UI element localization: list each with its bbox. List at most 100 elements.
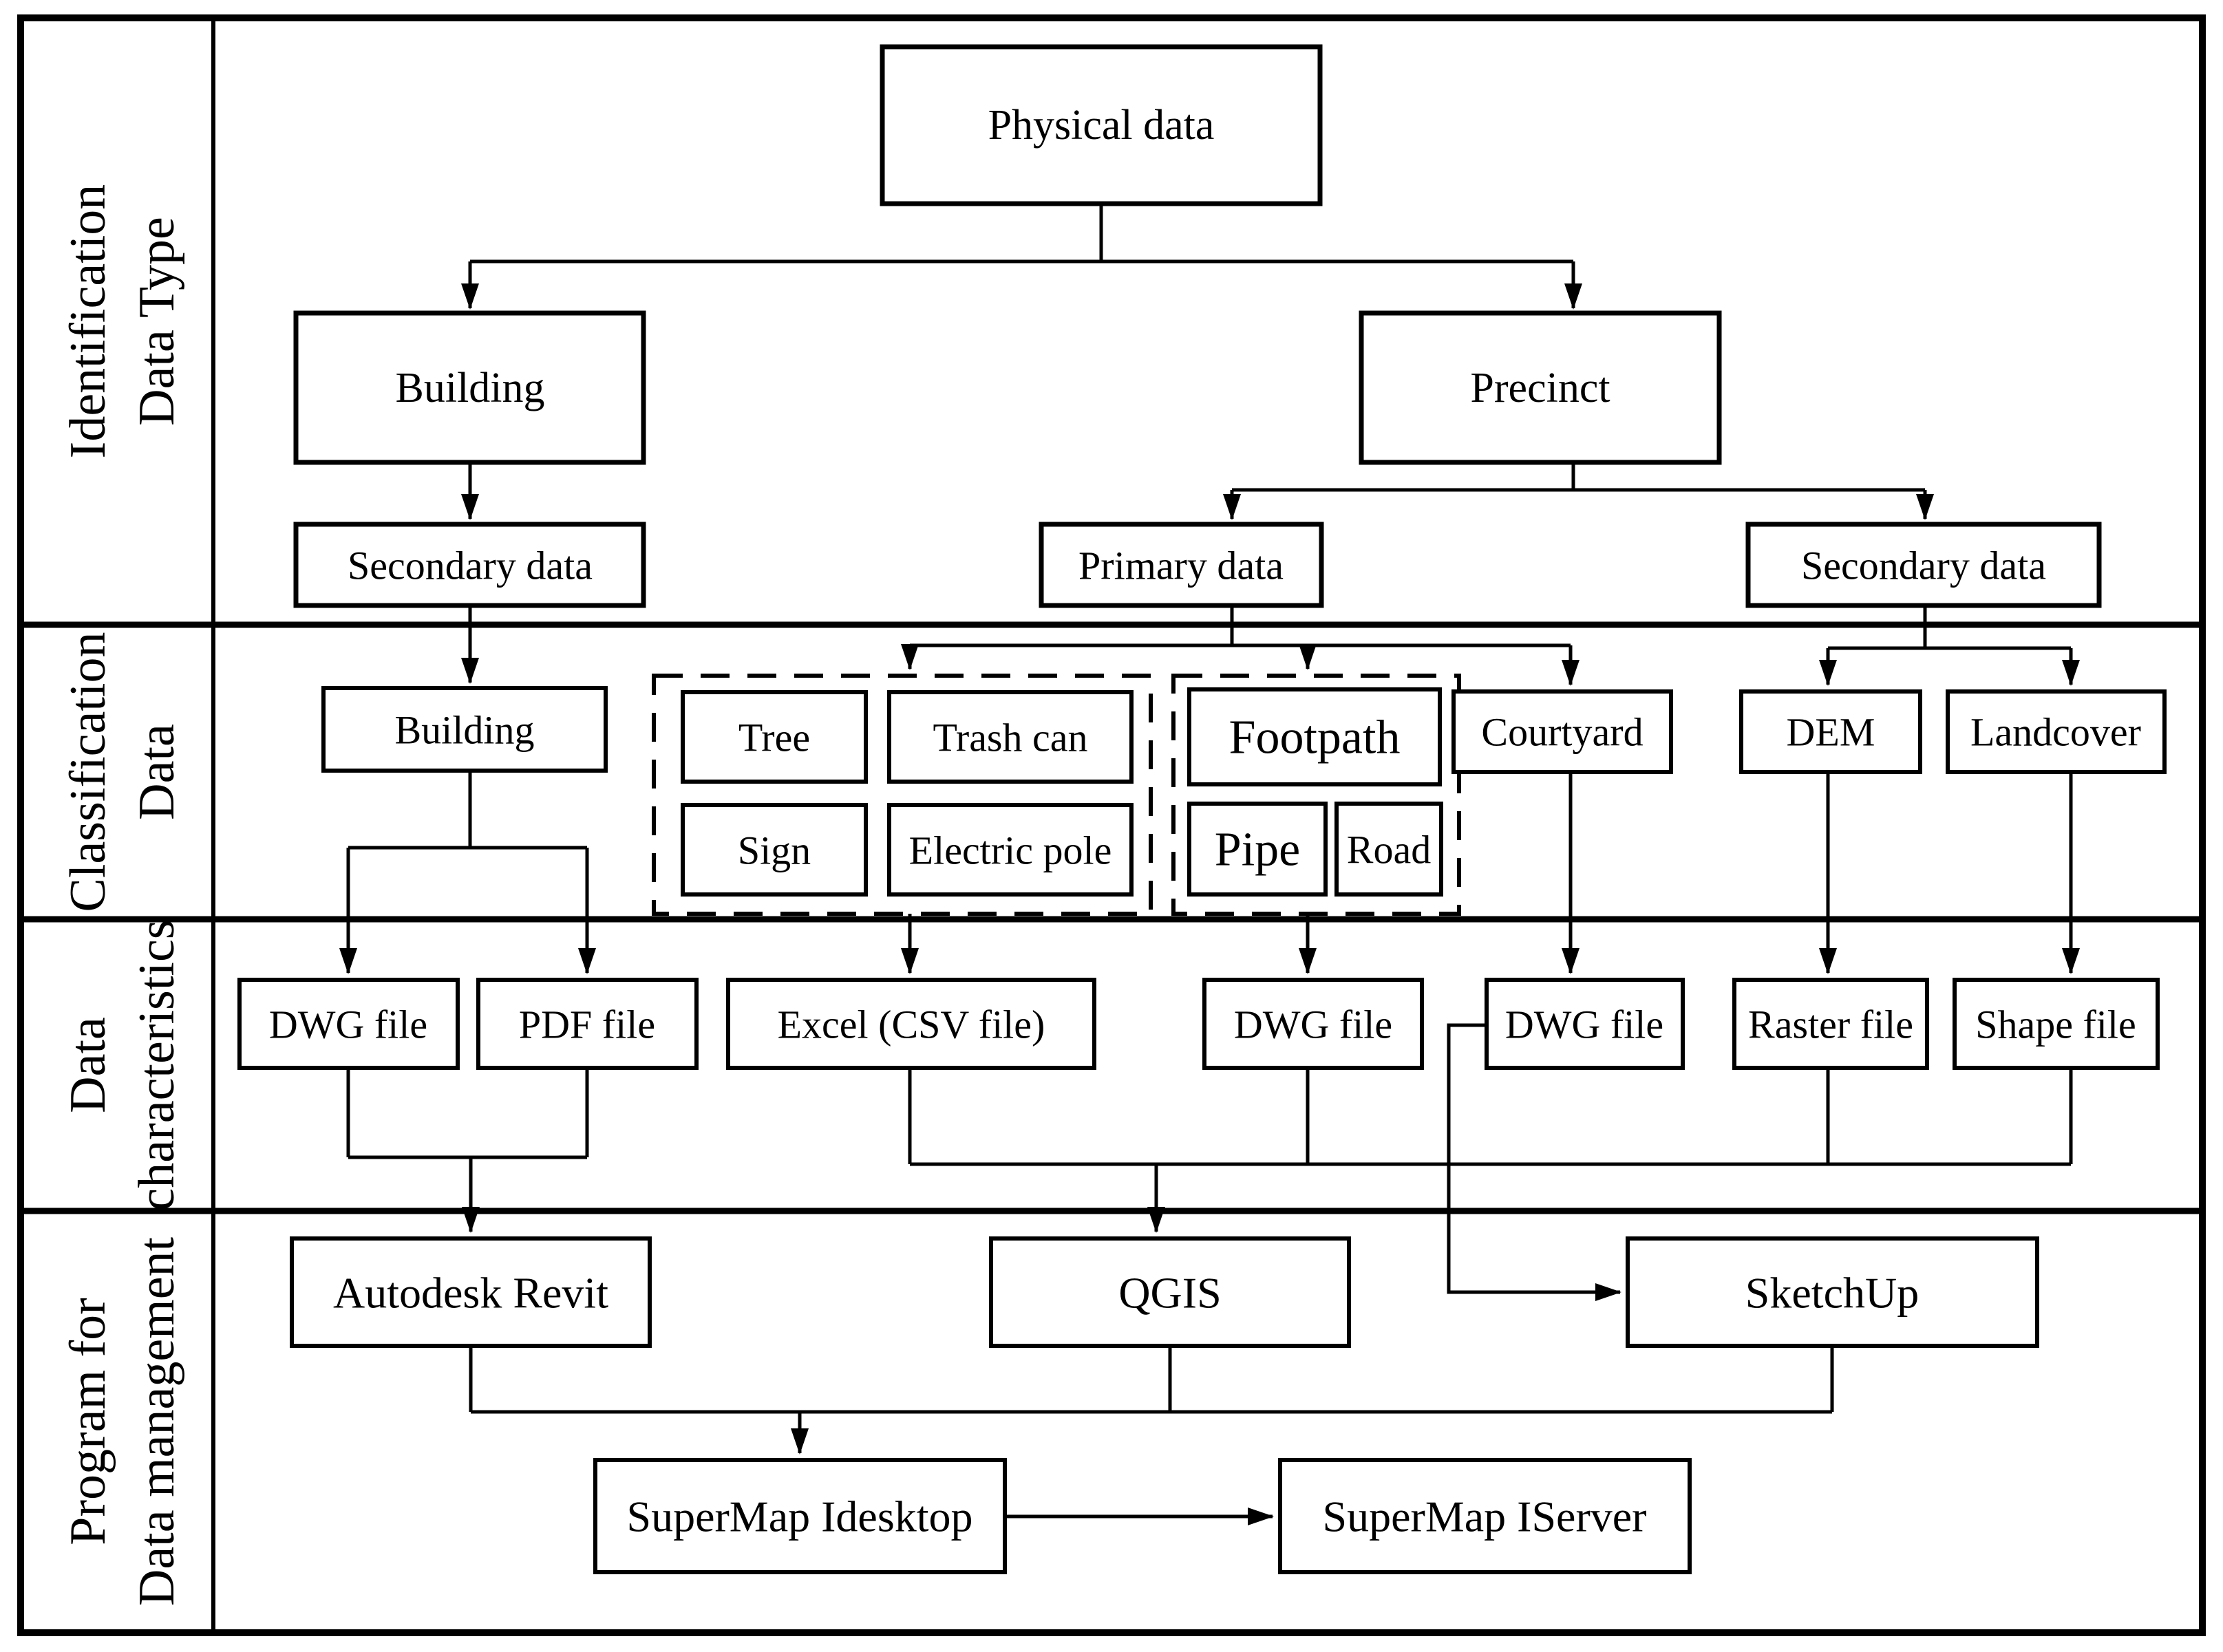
node-dwg-file-courtyard: DWG file <box>1485 978 1685 1070</box>
node-electric-pole: Electric pole <box>887 803 1134 897</box>
dwg-file-building-label: DWG file <box>269 1002 427 1047</box>
precinct-box <box>1359 310 1722 465</box>
node-tree: Tree <box>681 690 868 784</box>
sign-box <box>681 803 868 897</box>
node-supermap-idesktop: SuperMap Idesktop <box>593 1458 1007 1574</box>
road-box <box>1334 802 1443 897</box>
sign-label: Sign <box>738 828 811 873</box>
dwg-file-footpath-label: DWG file <box>1234 1002 1392 1047</box>
node-pipe: Pipe <box>1187 802 1328 897</box>
band2-label-line2: Data <box>129 724 185 820</box>
node-raster-file: Raster file <box>1732 978 1929 1070</box>
physical-data-box <box>880 44 1323 206</box>
band2-label-line1: Classification <box>60 632 116 912</box>
node-dwg-file-building: DWG file <box>237 978 460 1070</box>
footpath-box <box>1187 687 1442 786</box>
pipe-box <box>1187 802 1328 897</box>
excel-csv-label: Excel (CSV file) <box>778 1002 1045 1047</box>
dem-box <box>1739 689 1922 774</box>
qgis-label: QGIS <box>1118 1269 1221 1318</box>
pdf-file-box <box>476 978 699 1070</box>
node-landcover: Landcover <box>1946 689 2167 774</box>
node-building-class: Building <box>321 686 608 773</box>
band1-label-line1: Identification <box>60 184 116 459</box>
building-type-label: Building <box>395 365 544 411</box>
node-sketchup: SketchUp <box>1626 1236 2039 1348</box>
edges <box>339 204 2080 1525</box>
supermap-iserver-box <box>1278 1458 1692 1574</box>
secondary-data-precinct-label: Secondary data <box>1801 544 2046 588</box>
dwg-file-building-box <box>237 978 460 1070</box>
node-pdf-file: PDF file <box>476 978 699 1070</box>
node-qgis: QGIS <box>989 1236 1351 1348</box>
secondary-data-building-box <box>293 522 646 608</box>
trash-can-box <box>887 690 1134 784</box>
secondary-data-precinct-box <box>1745 522 2102 608</box>
street-furniture-dashed-group <box>652 674 1153 916</box>
node-dwg-file-footpath: DWG file <box>1202 978 1424 1070</box>
node-precinct: Precinct <box>1359 310 1722 465</box>
outer-border <box>17 14 2206 1636</box>
building-class-box <box>321 686 608 773</box>
node-autodesk-revit: Autodesk Revit <box>290 1236 652 1348</box>
landcover-label: Landcover <box>1970 710 2141 755</box>
sketchup-box <box>1626 1236 2039 1348</box>
shape-file-box <box>1953 978 2160 1070</box>
electric-pole-box <box>887 803 1134 897</box>
courtyard-box <box>1451 689 1673 774</box>
road-label: Road <box>1347 828 1431 872</box>
tree-box <box>681 690 868 784</box>
raster-file-box <box>1732 978 1929 1070</box>
node-excel-csv: Excel (CSV file) <box>726 978 1096 1070</box>
pipe-label: Pipe <box>1215 824 1300 877</box>
band4-label-line2: Data management <box>129 1236 185 1606</box>
dem-label: DEM <box>1787 710 1875 755</box>
band1-label-line2: Data Type <box>129 217 185 426</box>
node-dem: DEM <box>1739 689 1922 774</box>
courtyard-label: Courtyard <box>1481 710 1643 755</box>
node-trash-can: Trash can <box>887 690 1134 784</box>
primary-data-box <box>1039 522 1324 608</box>
node-secondary-data-building: Secondary data <box>293 522 646 608</box>
node-shape-file: Shape file <box>1953 978 2160 1070</box>
node-footpath: Footpath <box>1187 687 1442 786</box>
raster-file-label: Raster file <box>1748 1002 1913 1047</box>
node-primary-data: Primary data <box>1039 522 1324 608</box>
edge-dwg-to-sketchup <box>1447 1023 1621 1301</box>
supermap-idesktop-box <box>593 1458 1007 1574</box>
band3-label-line1: Data <box>60 1017 116 1113</box>
precinct-label: Precinct <box>1470 365 1610 411</box>
excel-csv-box <box>726 978 1096 1070</box>
tree-label: Tree <box>738 716 810 760</box>
band4-label-line1: Program for <box>60 1298 116 1545</box>
node-supermap-iserver: SuperMap IServer <box>1278 1458 1692 1574</box>
node-sign: Sign <box>681 803 868 897</box>
node-secondary-data-precinct: Secondary data <box>1745 522 2102 608</box>
shape-file-label: Shape file <box>1975 1002 2136 1047</box>
trash-can-label: Trash can <box>933 716 1087 760</box>
node-building-type: Building <box>293 310 646 465</box>
dwg-file-courtyard-label: DWG file <box>1505 1002 1663 1047</box>
autodesk-revit-box <box>290 1236 652 1348</box>
node-road: Road <box>1334 802 1443 897</box>
node-physical-data: Physical data <box>880 44 1323 206</box>
autodesk-revit-label: Autodesk Revit <box>333 1269 608 1318</box>
building-type-box <box>293 310 646 465</box>
dwg-file-courtyard-box <box>1485 978 1685 1070</box>
landcover-box <box>1946 689 2167 774</box>
building-class-label: Building <box>394 708 534 753</box>
physical-data-label: Physical data <box>988 102 1215 149</box>
footpath-label: Footpath <box>1229 711 1401 764</box>
pdf-file-label: PDF file <box>519 1002 655 1047</box>
node-courtyard: Courtyard <box>1451 689 1673 774</box>
path-network-dashed-group <box>1171 674 1461 916</box>
secondary-data-building-label: Secondary data <box>348 544 593 588</box>
electric-pole-label: Electric pole <box>909 828 1112 873</box>
dwg-file-footpath-box <box>1202 978 1424 1070</box>
primary-data-label: Primary data <box>1078 544 1284 588</box>
supermap-iserver-label: SuperMap IServer <box>1323 1492 1647 1541</box>
band3-label-line2: characteristics <box>129 919 185 1210</box>
supermap-idesktop-label: SuperMap Idesktop <box>626 1492 972 1541</box>
